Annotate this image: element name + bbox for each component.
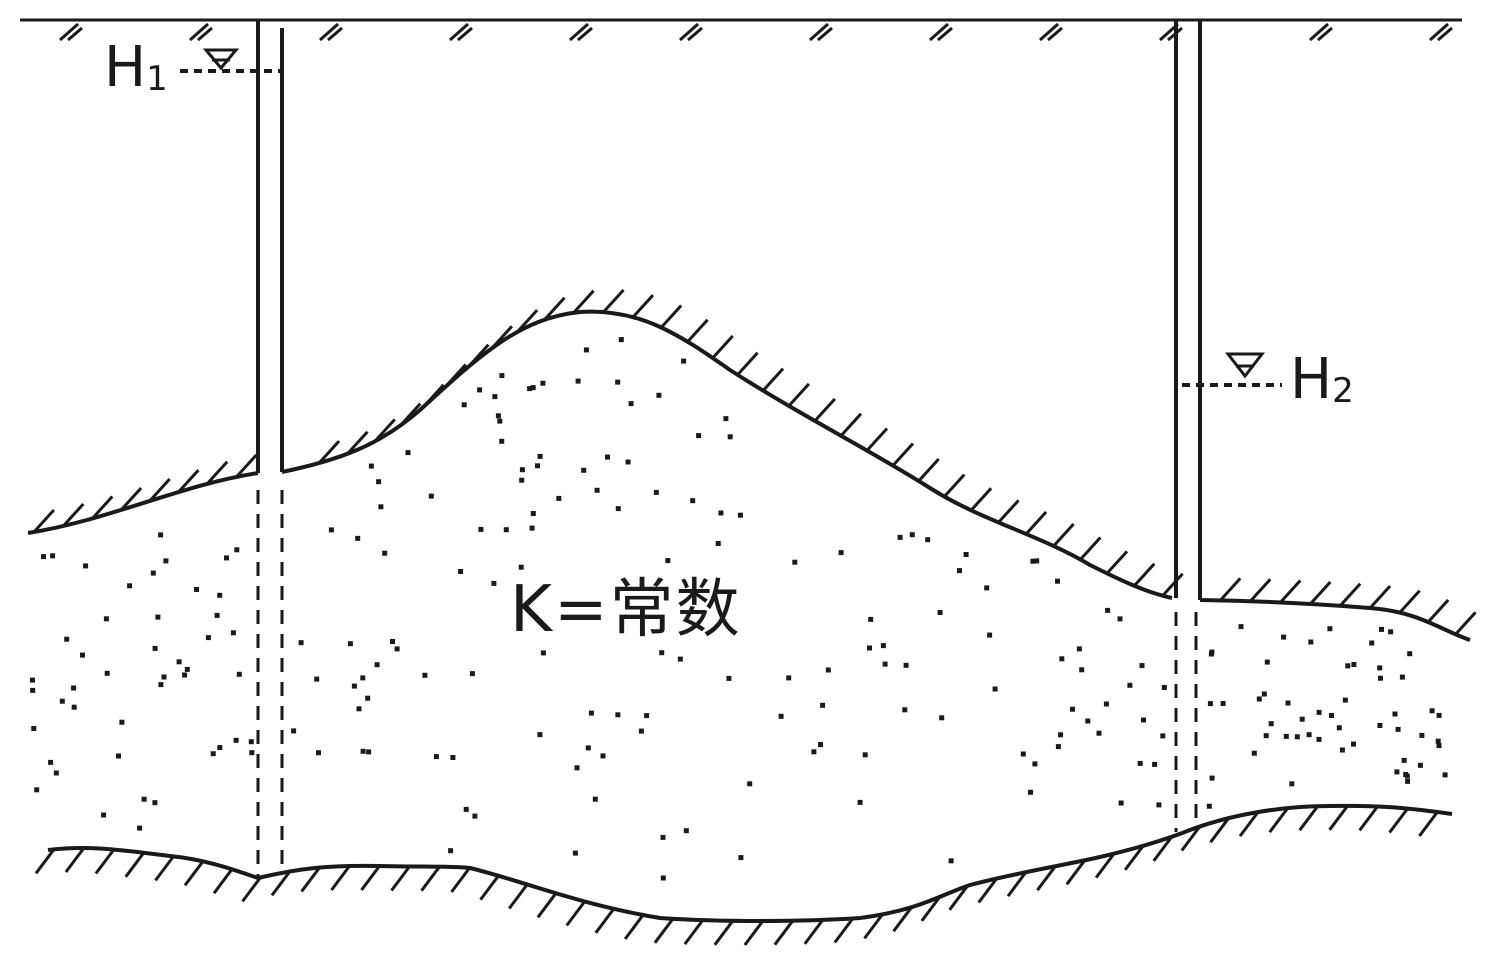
permeability-label: K=常数	[510, 573, 742, 647]
sand-stipple	[30, 337, 1448, 881]
head-label-h2-sub: 2	[1332, 371, 1354, 411]
aquifer-top-hatch	[32, 288, 1477, 636]
head-label-h2-main: H	[1290, 347, 1333, 412]
head-label-h1-main: H	[104, 35, 147, 100]
head-label-h1: H1	[104, 40, 168, 99]
water-level-triangle-icon-2	[1224, 352, 1266, 379]
water-level-triangle-icon-1	[202, 48, 240, 71]
head-label-h2: H2	[1290, 352, 1354, 411]
aquifer-bottom-hatch	[34, 804, 1439, 946]
ground-surface-hatch	[59, 22, 1453, 42]
observation-well-2	[1174, 20, 1202, 832]
aquifer-top-boundary	[27, 309, 1471, 642]
head-label-h1-sub: 1	[146, 59, 168, 99]
observation-well-1	[256, 20, 284, 878]
